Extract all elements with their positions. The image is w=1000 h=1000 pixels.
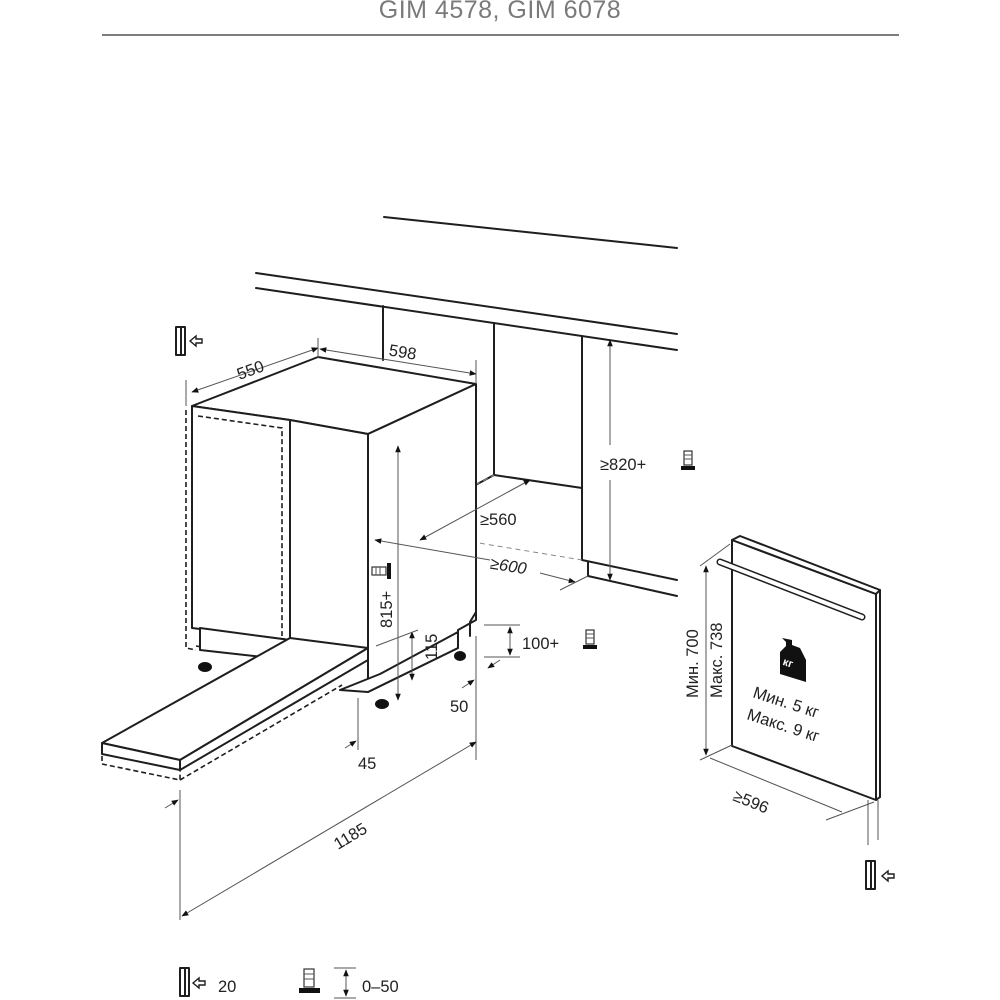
- title-divider: [102, 34, 899, 36]
- panel-push-icon: [865, 860, 895, 890]
- dim-45: 45: [358, 755, 376, 773]
- panel-push-icon: [175, 326, 203, 356]
- legend-panel-thickness: 20: [218, 978, 236, 996]
- dim-100: 100+: [522, 635, 559, 653]
- dim-600: ≥600: [489, 555, 529, 579]
- panel-height-min: Мин. 700: [684, 629, 702, 698]
- dimension-lines: [164, 338, 613, 920]
- adjustable-foot-icon: [583, 629, 597, 649]
- legend-foot-adjust: 0–50: [362, 978, 399, 996]
- weight-icon: кг: [780, 638, 806, 682]
- open-door: [101, 637, 369, 781]
- panel-height-max: Макс. 738: [708, 623, 726, 698]
- adjustable-foot-icon: [681, 450, 695, 470]
- dim-815: 815+: [378, 591, 396, 628]
- dim-560: ≥560: [480, 511, 517, 529]
- page-title: GIM 4578, GIM 6078: [378, 0, 622, 24]
- panel-width: ≥596: [731, 787, 772, 817]
- adjustable-foot-icon: [299, 968, 320, 993]
- svg-text:кг: кг: [781, 656, 795, 671]
- adjustable-foot-icon: [371, 563, 391, 579]
- worktop: [255, 216, 678, 351]
- niche: [371, 305, 678, 597]
- adjust-range-arrow: [334, 967, 356, 999]
- dim-115: 115: [423, 634, 441, 660]
- dim-598: 598: [388, 342, 418, 364]
- panel-push-icon: [179, 967, 206, 997]
- dim-50: 50: [450, 698, 468, 716]
- dim-820: ≥820+: [600, 456, 646, 474]
- decor-panel: [699, 535, 881, 845]
